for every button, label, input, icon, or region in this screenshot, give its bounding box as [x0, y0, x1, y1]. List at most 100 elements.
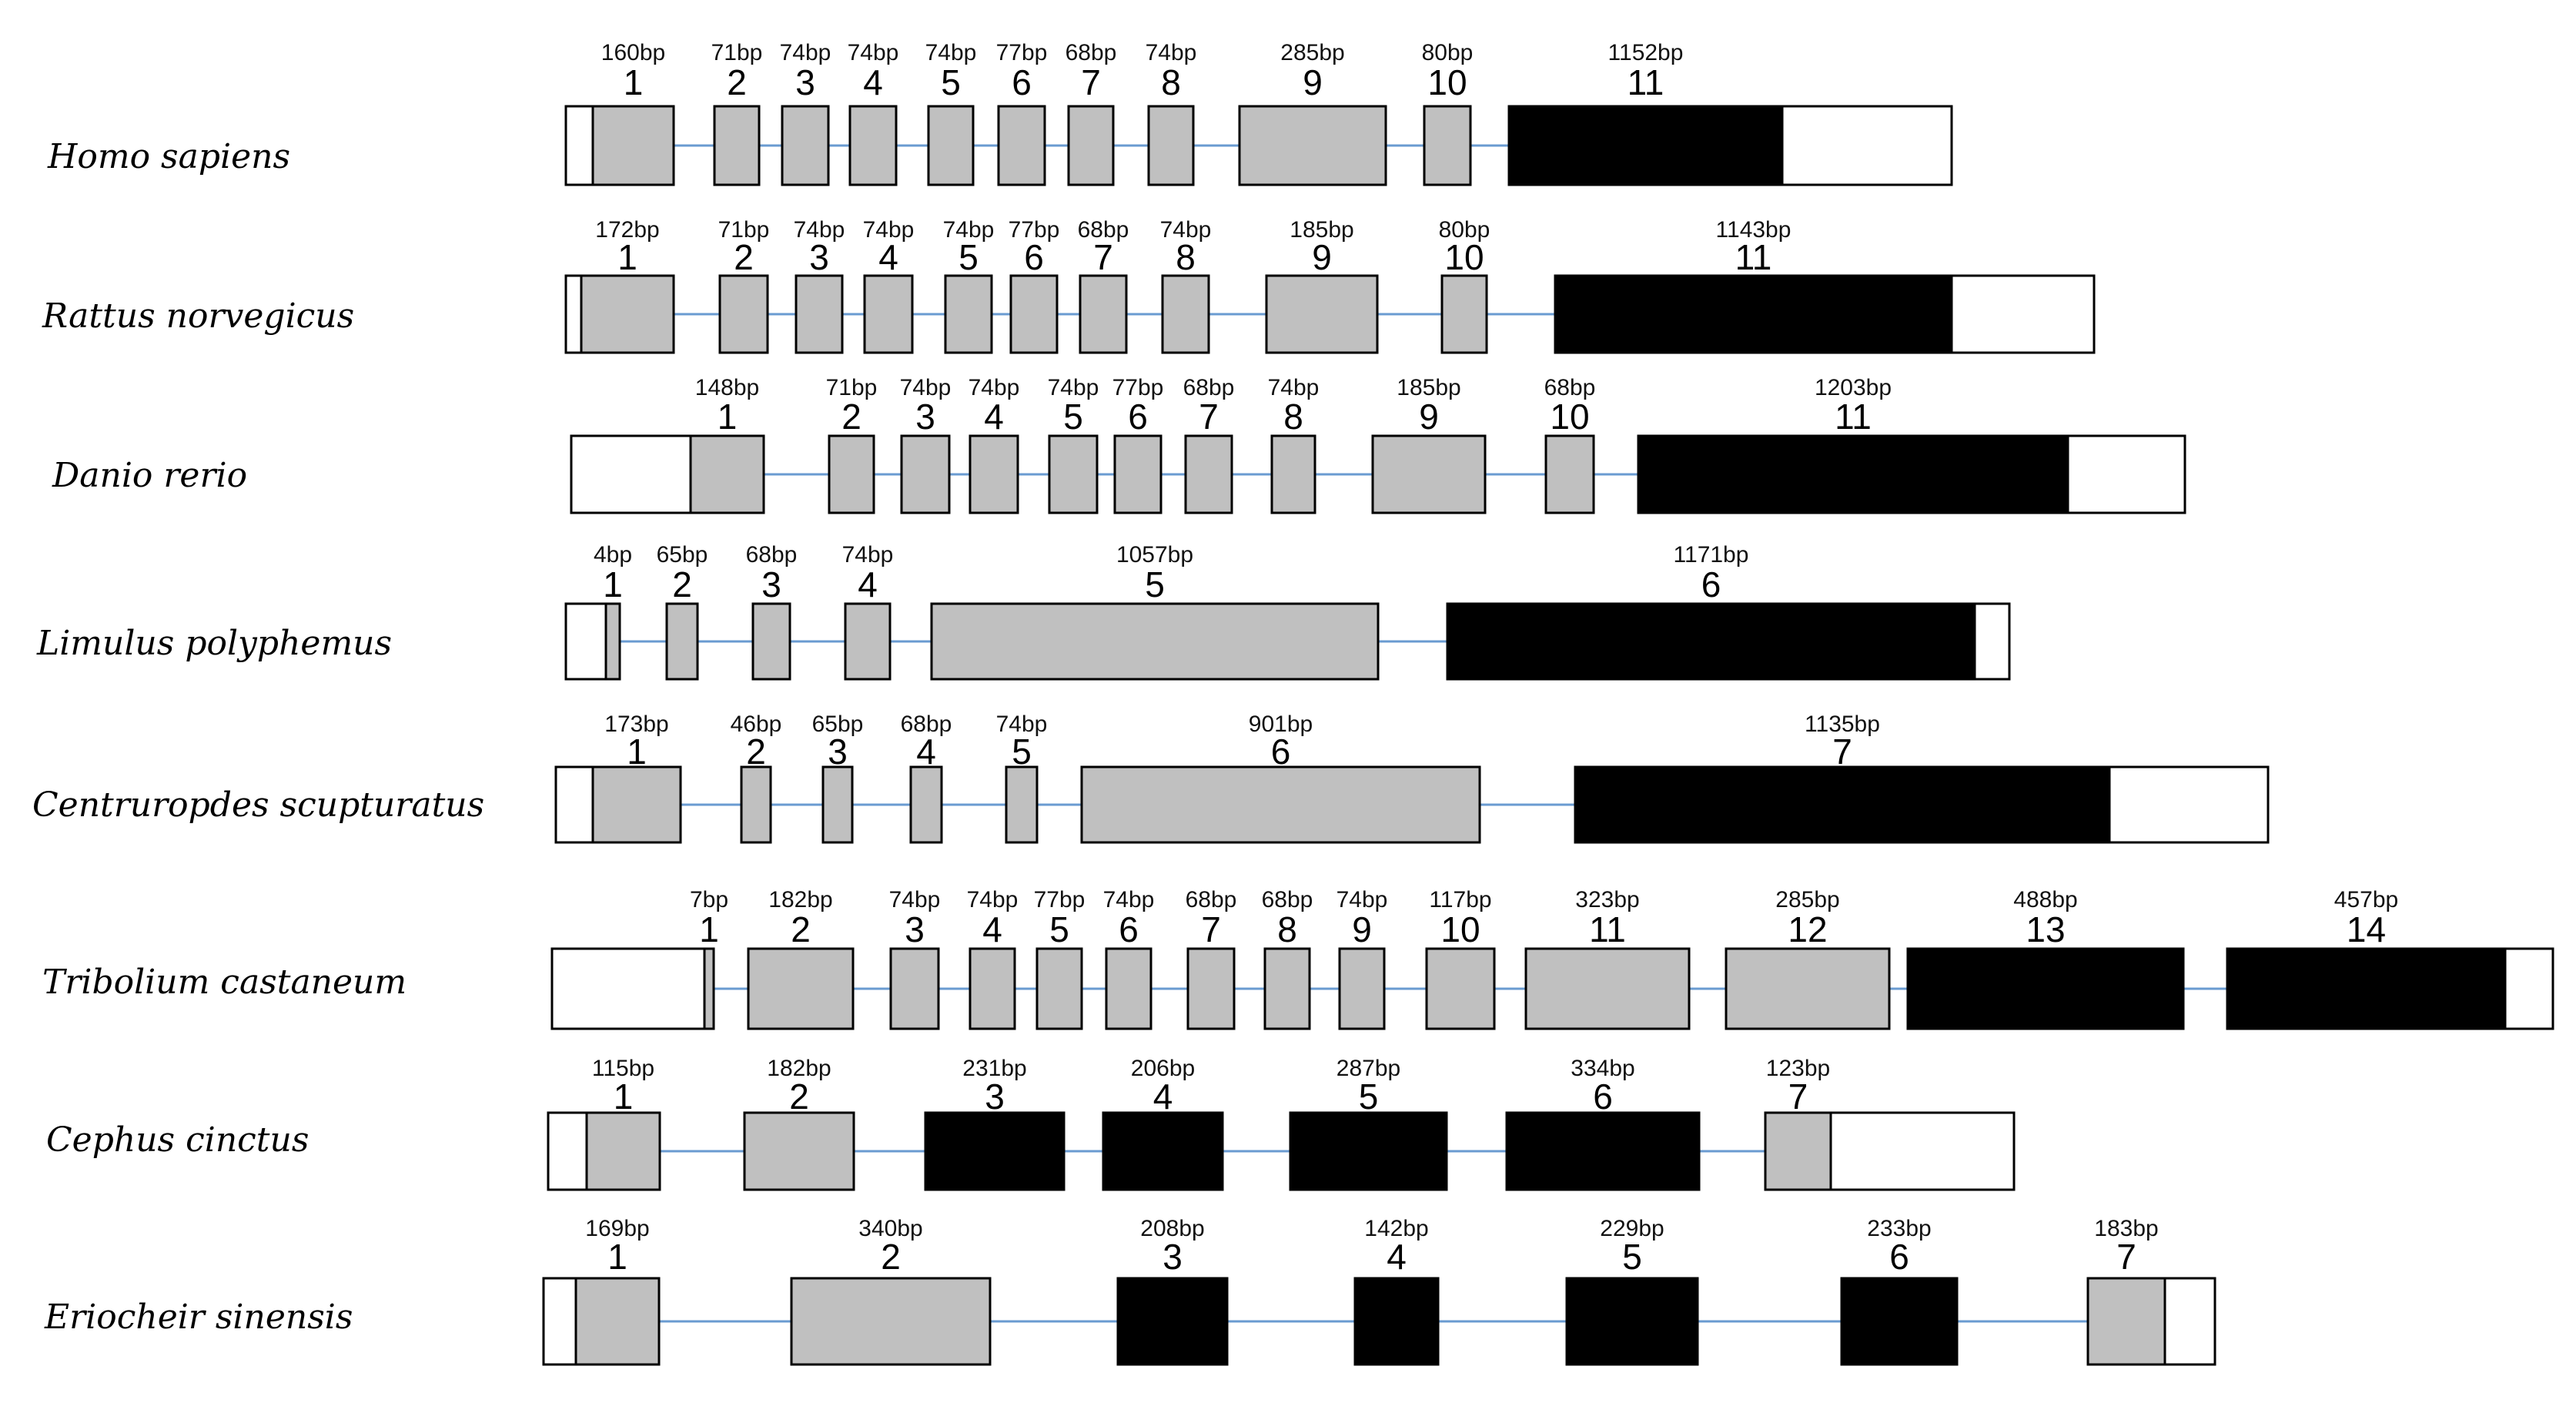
exon-box — [574, 1277, 661, 1366]
exon-number-label: 1 — [718, 397, 738, 437]
exon-box — [1263, 947, 1311, 1030]
exon-box — [713, 105, 761, 186]
gene-row: Tribolium castaneum7bp1182bp274bp374bp47… — [42, 887, 2554, 1030]
exon-box — [1906, 947, 2185, 1030]
exon-box — [1161, 274, 1210, 354]
exon-length-label: 185bp — [1290, 217, 1353, 243]
exon-number-label: 9 — [1419, 397, 1439, 437]
exon-box — [1353, 1277, 1440, 1366]
exon-number-label: 4 — [982, 909, 1002, 949]
exon-length-label: 206bp — [1131, 1056, 1195, 1081]
exon-number-label: 3 — [915, 397, 935, 437]
exon-length-label: 287bp — [1337, 1056, 1400, 1081]
exon-number-label: 2 — [746, 732, 766, 772]
exon-box — [1423, 105, 1472, 186]
exon-box — [1840, 1277, 1959, 1366]
exon-length-label: 80bp — [1439, 217, 1490, 243]
exon-box — [930, 602, 1380, 681]
exon-length-label: 74bp — [1103, 887, 1155, 912]
exon-number-label: 4 — [858, 564, 878, 604]
exon-box — [1238, 105, 1387, 186]
exon-length-label: 68bp — [1066, 40, 1117, 65]
exon-length-label: 142bp — [1364, 1216, 1428, 1241]
exon-length-label: 74bp — [794, 217, 845, 243]
exon-number-label: 6 — [1024, 237, 1044, 277]
exon-length-label: 169bp — [585, 1216, 649, 1241]
exon-length-label: 71bp — [711, 40, 763, 65]
exon-length-label: 71bp — [718, 217, 770, 243]
exon-box — [1116, 1277, 1229, 1366]
exon-box — [718, 274, 769, 354]
exon-number-label: 8 — [1176, 237, 1196, 277]
exon-number-label: 4 — [878, 237, 898, 277]
exon-length-label: 74bp — [1146, 40, 1197, 65]
exon-box — [1265, 274, 1379, 354]
exon-number-label: 3 — [795, 62, 815, 102]
exon-box — [1440, 274, 1488, 354]
exon-number-label: 4 — [1387, 1237, 1407, 1277]
exon-number-label: 5 — [1359, 1077, 1379, 1117]
exon-box — [969, 434, 1019, 514]
exon-number-label: 6 — [1701, 564, 1721, 604]
exon-number-label: 14 — [2347, 909, 2386, 949]
exon-box — [1005, 765, 1039, 844]
exon-number-label: 7 — [2116, 1237, 2136, 1277]
exon-length-label: 182bp — [768, 887, 832, 912]
utr-3-box — [1781, 105, 1953, 186]
exon-length-label: 7bp — [690, 887, 728, 912]
exon-box — [1184, 434, 1233, 514]
exon-length-label: 65bp — [657, 542, 708, 568]
species-label: Tribolium castaneum — [42, 963, 406, 1002]
exon-number-label: 7 — [1199, 397, 1219, 437]
utr-3-box — [2163, 1277, 2216, 1366]
exon-number-label: 7 — [1201, 909, 1221, 949]
exon-box — [1764, 1111, 1832, 1191]
exon-number-label: 2 — [841, 397, 861, 437]
species-label: Rattus norvegicus — [42, 296, 354, 336]
exon-length-label: 488bp — [2013, 887, 2077, 912]
exon-number-label: 8 — [1283, 397, 1303, 437]
exon-box — [1113, 434, 1163, 514]
exon-number-label: 4 — [916, 732, 936, 772]
exon-box — [1338, 947, 1386, 1030]
exon-number-label: 11 — [1589, 909, 1626, 949]
exon-box — [689, 434, 765, 514]
exon-box — [863, 274, 914, 354]
exon-number-label: 10 — [1550, 397, 1589, 437]
exon-box — [844, 602, 892, 681]
exon-length-label: 285bp — [1280, 40, 1344, 65]
exon-length-label: 229bp — [1600, 1216, 1664, 1241]
